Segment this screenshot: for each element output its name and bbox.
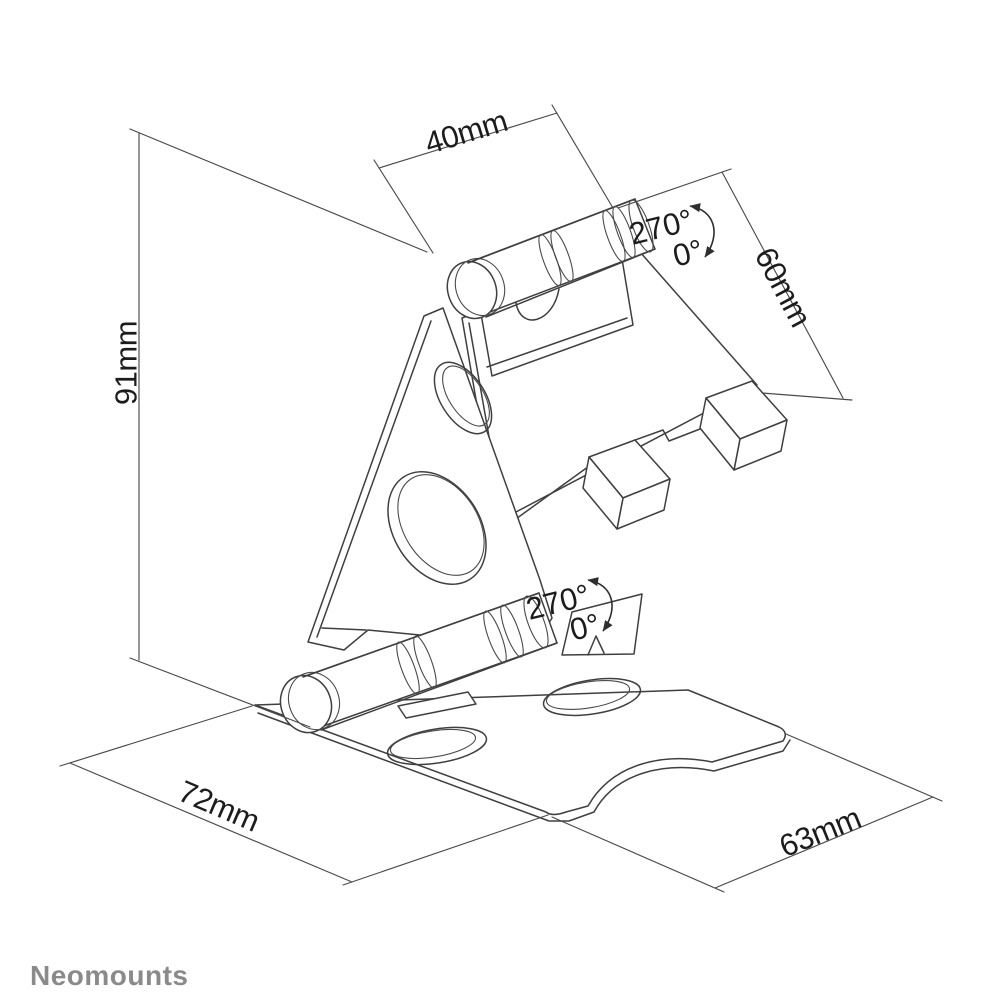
dim-ext-63mm-right bbox=[785, 733, 943, 802]
hook-right-side-face bbox=[699, 397, 741, 471]
leg-large-hole-rim bbox=[397, 474, 485, 576]
dim-label-72mm: 72mm bbox=[173, 773, 264, 838]
dim-line-60mm bbox=[721, 171, 844, 399]
base-plate-hole-left-rim bbox=[389, 728, 477, 760]
leg-large-hole bbox=[387, 470, 487, 586]
dim-line-72mm bbox=[69, 762, 353, 883]
dim-ext-91mm-bottom bbox=[129, 657, 311, 728]
dim-ext-72mm-left bbox=[59, 705, 253, 767]
rotation-arrow-top bbox=[689, 203, 715, 258]
bracket-u-notch bbox=[515, 288, 560, 321]
base-plate-stop-tab bbox=[397, 691, 477, 719]
top-hinge-cap-ring bbox=[454, 257, 506, 317]
dim-ext-40mm-left bbox=[373, 159, 434, 254]
dim-ext-63mm-left bbox=[551, 816, 725, 893]
dim-ext-40mm-right bbox=[551, 104, 614, 209]
dim-ext-60mm-bottom bbox=[761, 392, 853, 401]
phone-hook-left bbox=[582, 439, 671, 530]
base-plate-hole-right bbox=[542, 677, 642, 717]
base-plate-face bbox=[254, 689, 786, 816]
bottom-hinge-collar-1 bbox=[396, 641, 420, 695]
top-hinge-cap bbox=[446, 260, 498, 320]
bottom-hinge-collar-2 bbox=[413, 635, 437, 689]
dim-line-63mm bbox=[714, 796, 934, 889]
dim-label-60mm: 60mm bbox=[748, 242, 818, 333]
leg-edge-thickness bbox=[316, 320, 432, 638]
top-hinge-end-ring bbox=[628, 199, 654, 253]
top-hinge-collar-2 bbox=[550, 229, 574, 283]
dim-ext-72mm-right bbox=[342, 814, 549, 886]
base-plate bbox=[254, 677, 791, 822]
base-plate-hole-left bbox=[386, 726, 488, 766]
angle-label-top-0: 0° bbox=[669, 232, 706, 273]
brand-logo: Neomounts bbox=[30, 960, 189, 991]
leg-foot-step bbox=[321, 627, 367, 631]
top-hinge-cylinder bbox=[446, 198, 656, 320]
dim-ext-91mm-top bbox=[129, 128, 428, 253]
rotation-arrow-bottom bbox=[587, 577, 613, 632]
bottom-hinge-cap bbox=[279, 674, 333, 734]
top-hinge-bracket bbox=[477, 246, 634, 377]
top-hinge-collar-3 bbox=[602, 209, 626, 263]
bottom-hinge-collar-3 bbox=[483, 610, 507, 664]
leg-small-hole bbox=[433, 361, 493, 435]
bottom-bracket-notch bbox=[587, 635, 605, 656]
dimension-height-91mm: 91mm bbox=[109, 128, 428, 728]
top-hinge-collar-4 bbox=[612, 205, 636, 259]
hook-left-side-face bbox=[582, 456, 624, 530]
dim-label-40mm: 40mm bbox=[421, 103, 512, 161]
dim-label-91mm: 91mm bbox=[109, 321, 144, 405]
dim-line-40mm bbox=[378, 112, 558, 169]
base-plate-hole-right-rim bbox=[545, 680, 631, 710]
base-plate-front-thickness bbox=[549, 739, 791, 822]
support-plate-notch-edge bbox=[634, 428, 701, 442]
bottom-hinge-silhouette bbox=[302, 592, 558, 731]
phone-hook-right bbox=[699, 380, 788, 471]
leg-small-hole-rim bbox=[442, 365, 490, 427]
bottom-hinge-cylinder bbox=[279, 592, 558, 734]
bottom-hinge-collar-4 bbox=[500, 604, 524, 658]
dim-ext-60mm-top bbox=[617, 168, 732, 209]
dim-label-63mm: 63mm bbox=[774, 800, 865, 864]
bottom-hinge-end-ring bbox=[523, 595, 549, 649]
bracket-inner-edge bbox=[486, 317, 628, 368]
